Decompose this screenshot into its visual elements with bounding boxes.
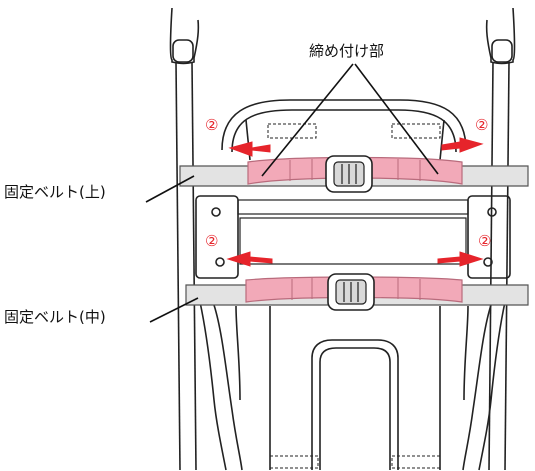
pull-arrow-icon [441,137,484,153]
step-marker: ② [205,116,219,134]
step-marker: ② [205,232,219,250]
buckle-icon [327,273,375,311]
belt-upper [179,155,529,193]
buckle-icon [325,155,373,193]
belt-upper-label: 固定ベルト(上) [4,183,106,201]
frame-outline [169,7,516,471]
pull-arrow-icon [437,251,484,267]
step-marker: ② [478,232,492,250]
belt-middle-label: 固定ベルト(中) [4,308,106,326]
tightening-part-label: 締め付け部 [309,42,385,60]
step-marker: ② [475,116,489,134]
pull-arrow-icon [228,141,271,157]
belt-middle [185,273,529,311]
leader-lines [145,63,439,323]
pull-arrow-icon [226,251,273,267]
